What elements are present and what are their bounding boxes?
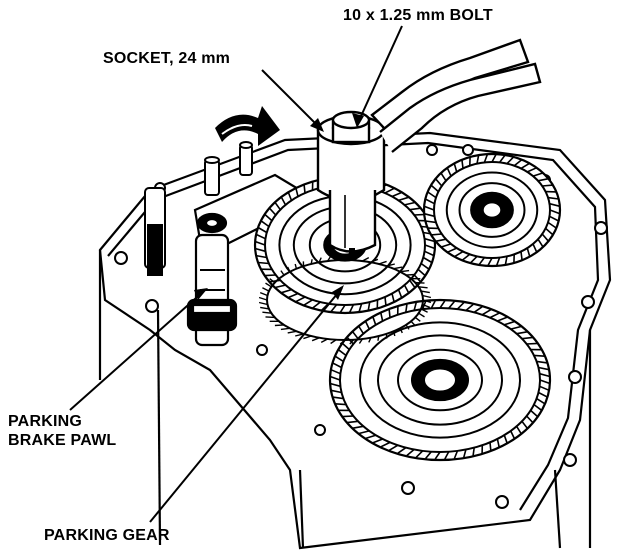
wrench-handle [370,38,542,153]
parking-brake-pawl-label: PARKING BRAKE PAWL [8,412,116,450]
pins [144,141,253,276]
curved-arrow-icon [215,106,280,146]
leader-arrowheads [194,113,364,300]
pawl-leader [69,289,206,411]
parking-brake-pawl [186,173,302,347]
parking-gear-label: PARKING GEAR [44,527,170,544]
socket-label: SOCKET, 24 mm [103,50,231,67]
countershaft-gear [422,152,562,268]
pawl-label-line1: PARKING [8,413,82,430]
leader-lines [69,25,403,523]
bolt-leader [356,25,403,126]
large-final-gear [328,298,552,462]
bolt-label: 10 x 1.25 mm BOLT [343,7,493,24]
pawl-label-line2: BRAKE PAWL [8,432,117,449]
socket-tool [316,110,386,258]
gear-leader [149,287,343,523]
socket-leader [261,69,323,131]
